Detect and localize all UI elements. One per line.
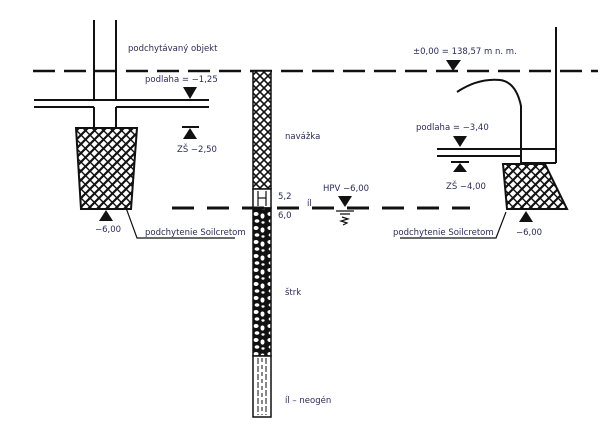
zs-left-label: ZŠ −2,50 (177, 143, 217, 155)
floor-left-label: podlaha = −1,25 (145, 75, 218, 85)
right-arch (456, 78, 522, 163)
layer-clay-neogene (252, 355, 272, 418)
zs-right-label: ZŠ −4,00 (446, 180, 486, 192)
floor-right-label: podlaha = −3,40 (416, 123, 489, 133)
borehole-column (252, 70, 272, 418)
layer-gravel (252, 207, 272, 357)
underpinning-right-label: podchytenie Soilcretom (393, 228, 494, 238)
groundwater-level-icon (336, 196, 354, 226)
clay-label: íl (307, 199, 312, 209)
right-zs-level-icon (451, 161, 469, 172)
left-zs-level-icon (182, 126, 199, 139)
left-soilcrete-footing (74, 127, 139, 210)
left-building (34, 20, 235, 239)
right-soilcrete-footing (501, 163, 569, 210)
right-base-level-icon (519, 211, 533, 222)
underpinning-left-label: podchytenie Soilcretom (145, 228, 246, 238)
datum-level-icon (446, 60, 461, 71)
base-left-label: −6,00 (95, 225, 121, 235)
fill-layer-label: navážka (285, 132, 320, 142)
left-floor-level-icon (183, 87, 197, 99)
depth-top-label: 5,2 (278, 192, 292, 202)
gravel-label: štrk (285, 287, 301, 298)
layer-fill-navazka (252, 70, 272, 190)
right-leader-line (400, 211, 507, 239)
datum-label: ±0,00 = 138,57 m n. m. (413, 47, 517, 57)
base-right-label: −6,00 (516, 228, 542, 238)
left-leader-line (124, 204, 235, 239)
depth-bottom-label: 6,0 (278, 211, 292, 221)
underpinned-object-label: podchytávaný objekt (128, 44, 218, 54)
left-base-level-icon (99, 210, 113, 221)
layer-clay (252, 188, 272, 209)
right-building (400, 27, 569, 239)
groundwater-label: HPV −6,00 (323, 184, 369, 194)
right-floor-level-icon (453, 136, 467, 147)
clay-neogene-label: íl – neogén (285, 395, 331, 406)
